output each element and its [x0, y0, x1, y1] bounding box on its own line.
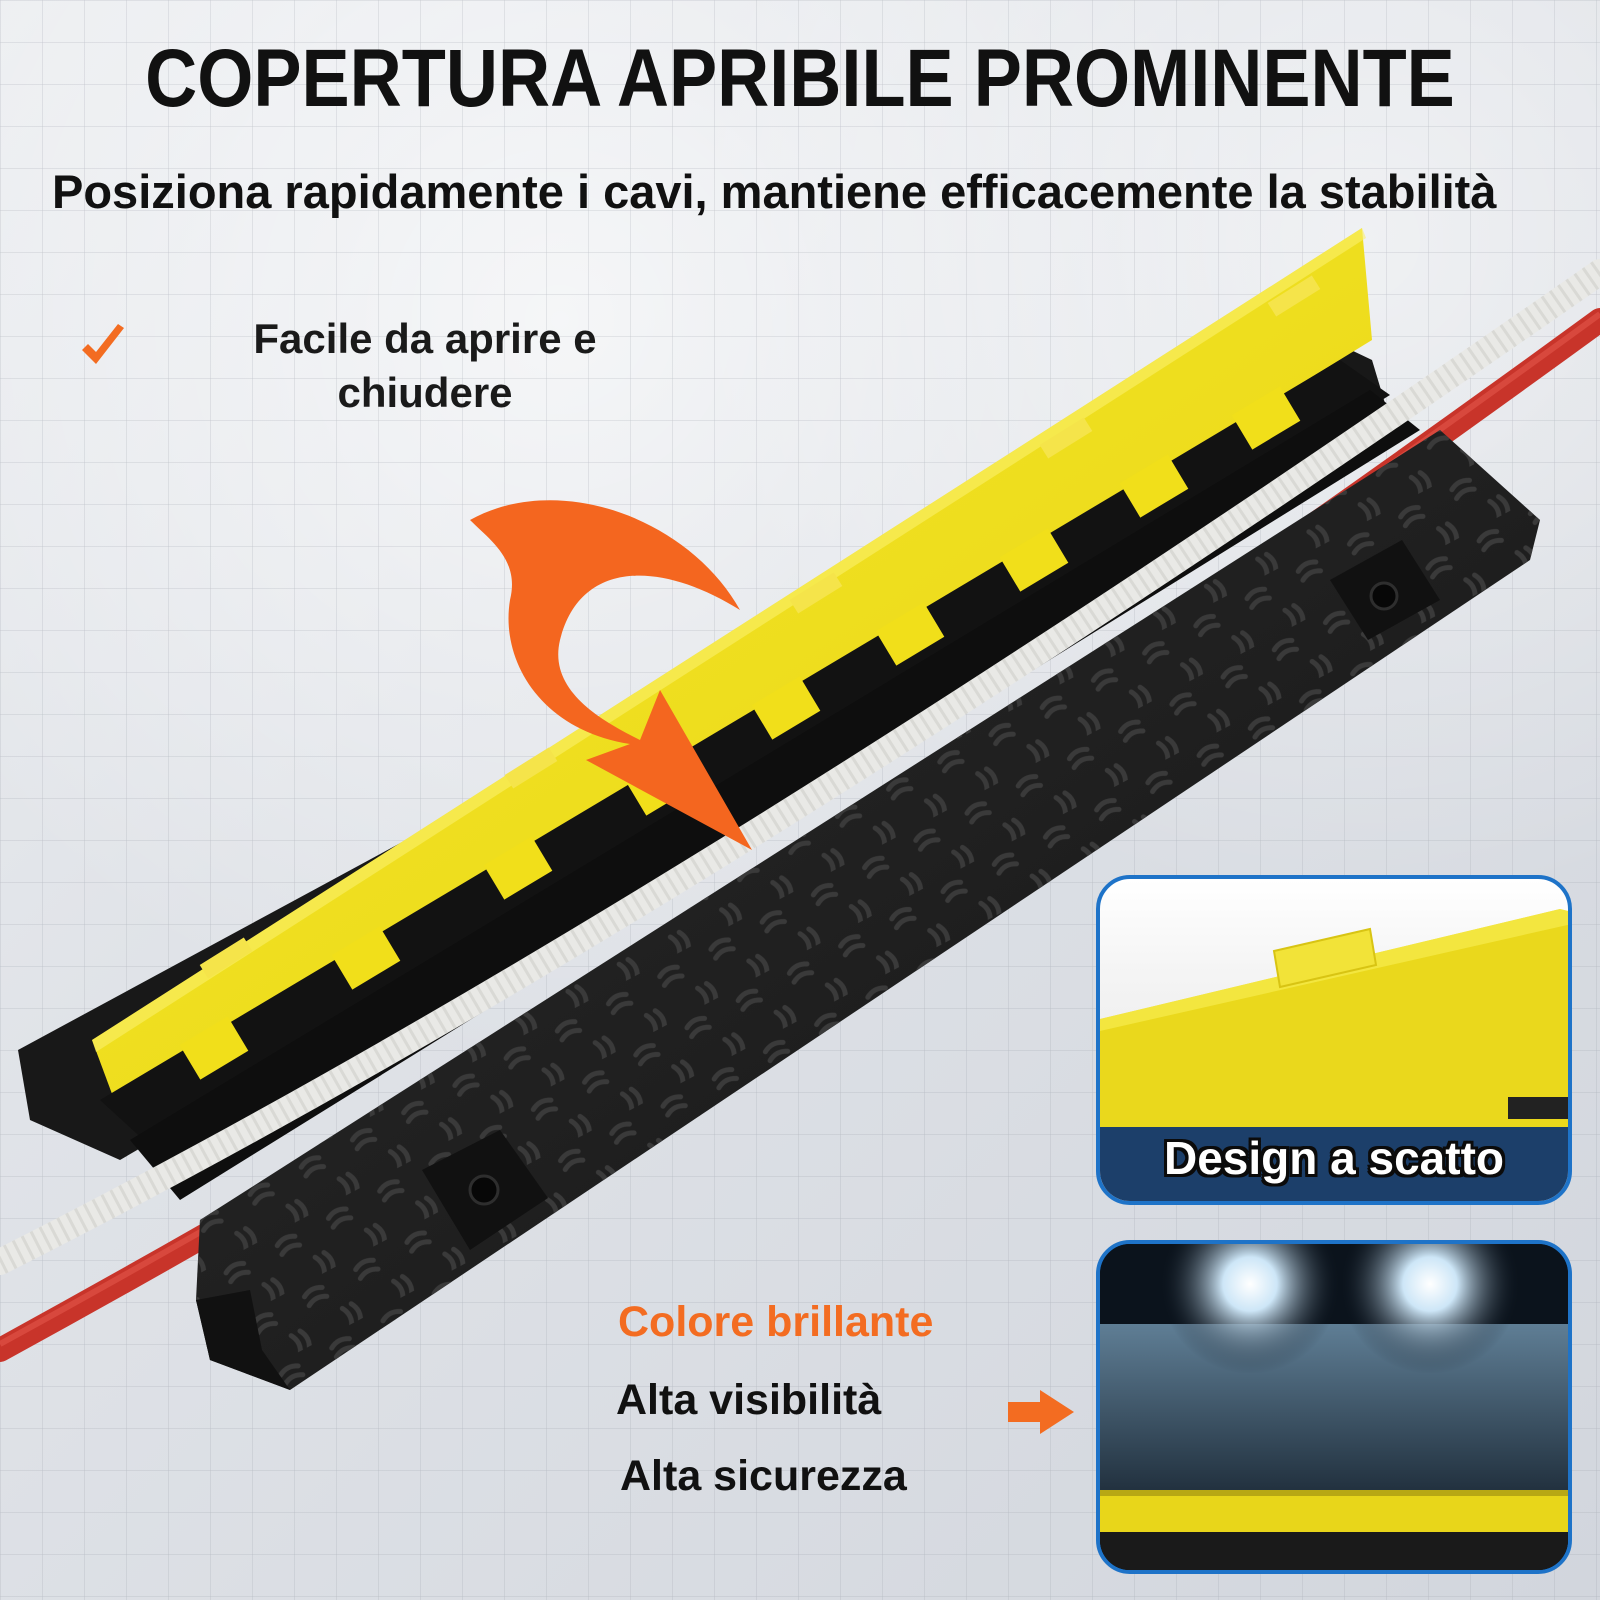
bright-color-label: Colore brillante: [618, 1298, 934, 1346]
front-ramp: [196, 430, 1540, 1390]
cable-channel: [130, 390, 1420, 1200]
feature-open-close-line1: Facile da aprire e: [253, 315, 597, 362]
yellow-lid: [92, 228, 1372, 1110]
arrow-right-icon: [1008, 1390, 1074, 1434]
high-safety-label: Alta sicurezza: [620, 1452, 907, 1500]
hinge-row: [100, 360, 1390, 1155]
high-visibility-label: Alta visibilità: [616, 1376, 882, 1424]
subheadline: Posiziona rapidamente i cavi, mantiene e…: [52, 165, 1497, 218]
feature-open-close-line2: chiudere: [337, 369, 513, 416]
anchor-hole-left: [422, 1130, 548, 1250]
night-visibility-card: [1096, 1240, 1572, 1574]
snap-design-caption: Design a scatto: [1164, 1132, 1504, 1184]
checkmark-icon: [82, 324, 124, 364]
anchor-hole-right: [1330, 540, 1440, 640]
orange-curved-arrow-icon: [470, 500, 752, 850]
white-cable: [0, 259, 1600, 1275]
snap-detail-image: [1100, 909, 1568, 1201]
feature-open-close: Facile da aprire e chiudere: [220, 312, 630, 420]
snap-design-card: Design a scatto: [1096, 875, 1572, 1205]
night-road-image: [1100, 1244, 1568, 1570]
headline: COPERTURA APRIBILE PROMINENTE: [145, 33, 1455, 124]
